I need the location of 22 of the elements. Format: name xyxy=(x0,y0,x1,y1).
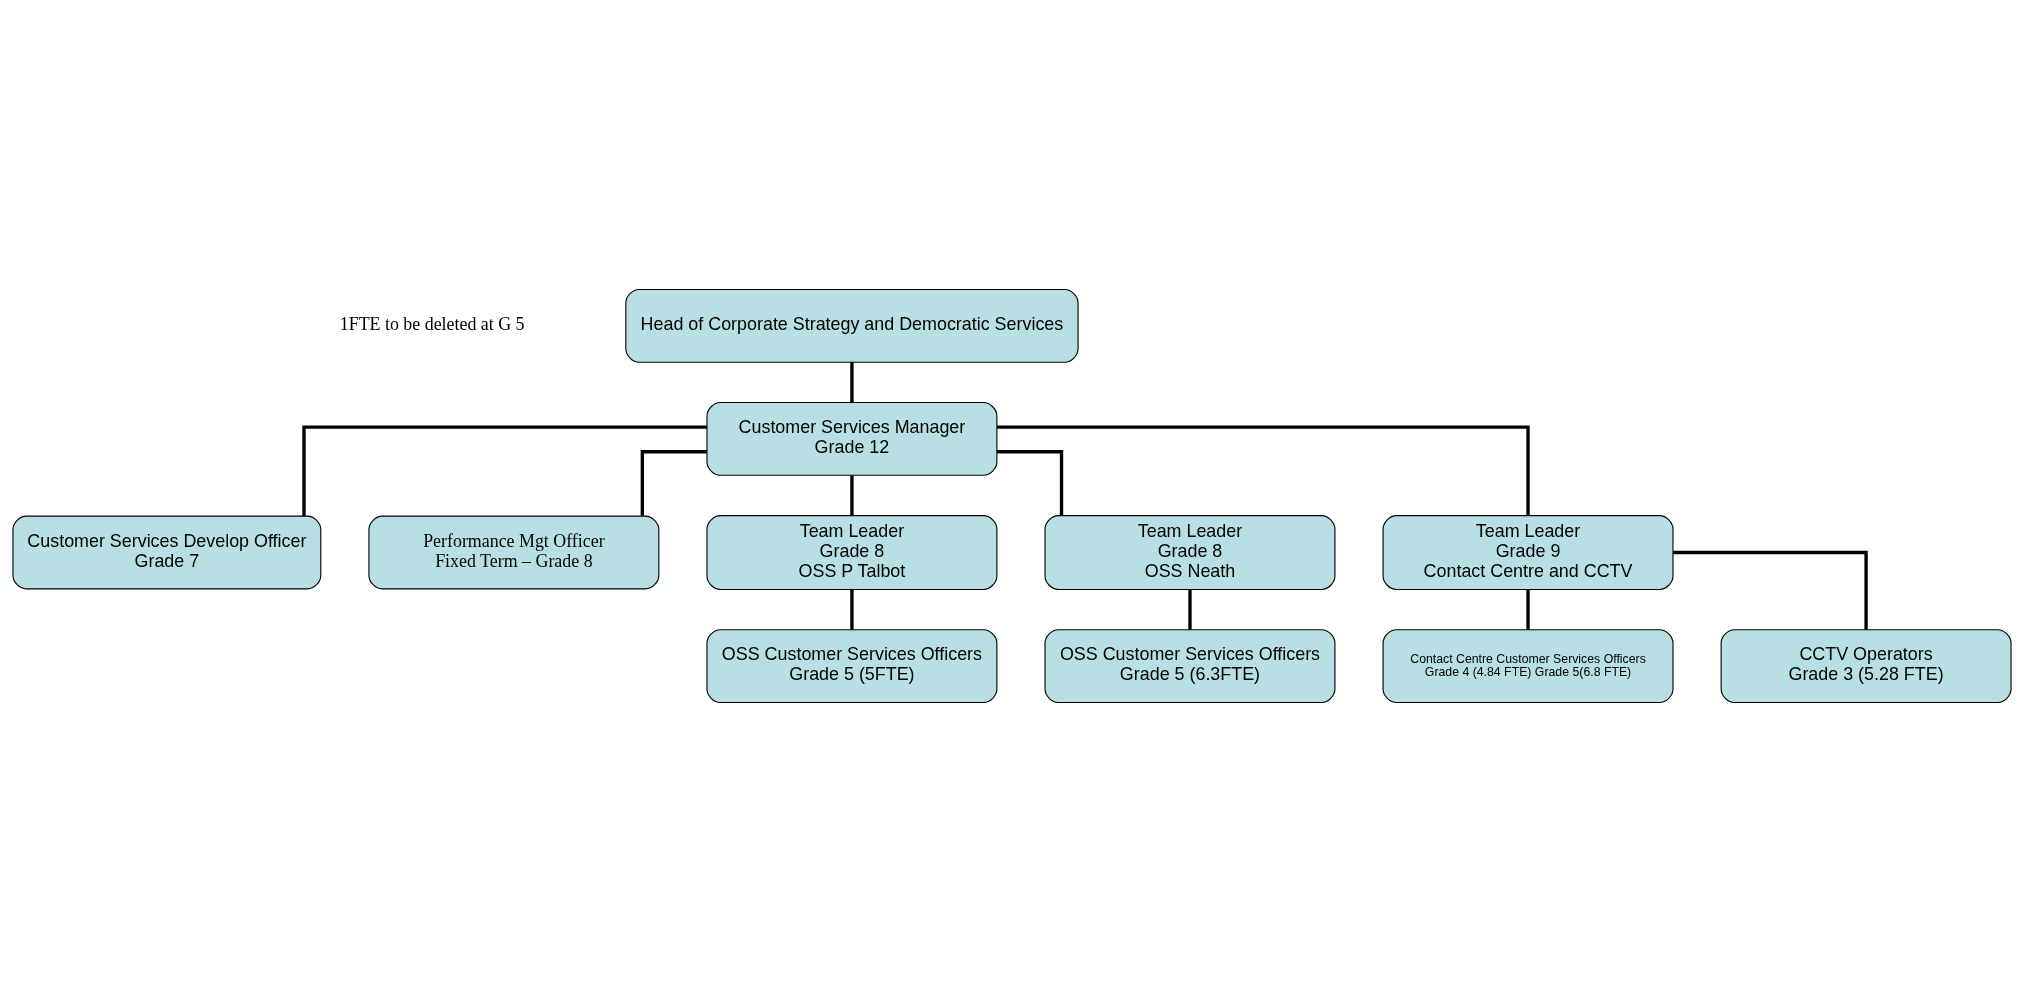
node-box: Team Leader Grade 9 Contact Centre and CCTV xyxy=(1382,514,1674,590)
node-box: Performance Mgt Officer Fixed Term – Grade 8 xyxy=(368,515,660,589)
connector xyxy=(1526,589,1530,630)
node-box: OSS Customer Services Officers Grade 5 (6.3FTE) xyxy=(1044,628,1336,703)
node-box: Customer Services Develop Officer Grade 7 xyxy=(12,515,322,589)
connector xyxy=(850,475,854,515)
connector xyxy=(302,425,707,516)
node-box: Customer Services Manager Grade 12 xyxy=(706,401,998,476)
connector xyxy=(996,425,1530,515)
connector xyxy=(996,449,1064,516)
node-box: Team Leader Grade 8 OSS P Talbot xyxy=(706,514,998,590)
node-box: Team Leader Grade 8 OSS Neath xyxy=(1044,514,1336,590)
node-box: CCTV Operators Grade 3 (5.28 FTE) xyxy=(1720,628,2012,703)
connector xyxy=(1188,589,1192,630)
connector xyxy=(850,589,854,630)
label: 1FTE to be deleted at G 5 xyxy=(339,313,525,334)
connector xyxy=(850,361,854,402)
connector xyxy=(640,449,707,516)
connector xyxy=(1673,550,1868,630)
node-box: OSS Customer Services Officers Grade 5 (5FTE) xyxy=(706,628,998,703)
node-box: Contact Centre Customer Services Officers Grade 4 (4.84 FTE) Grade 5(6.8 FTE) xyxy=(1382,628,1674,703)
node-box: Head of Corporate Strategy and Democratic Services xyxy=(625,288,1079,363)
